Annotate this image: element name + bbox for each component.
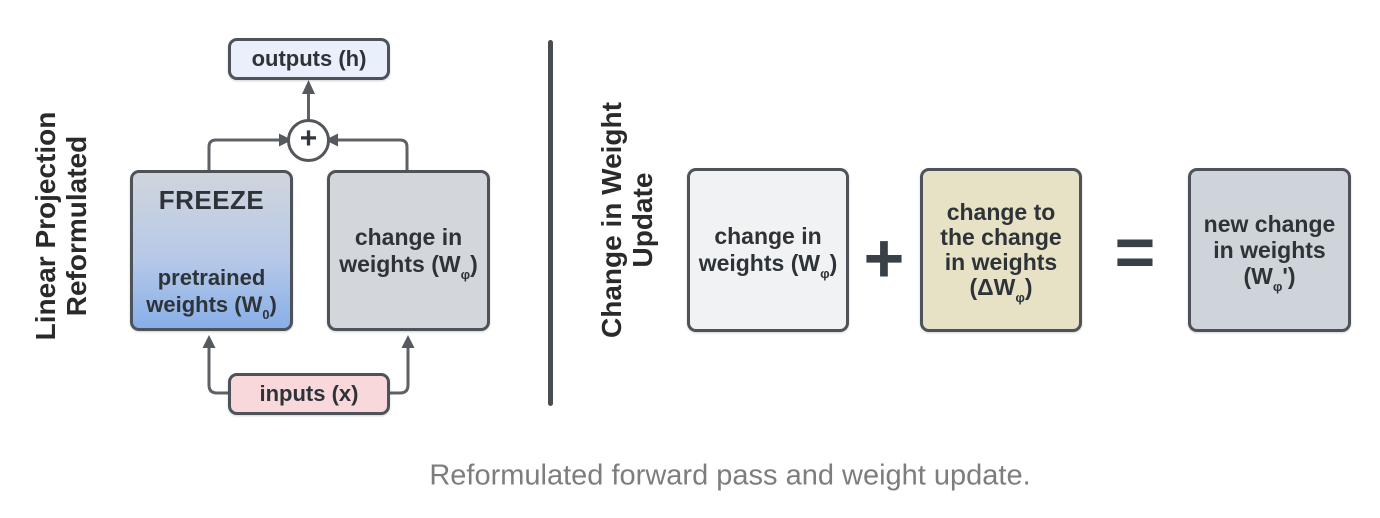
right-panel-title: Change in Weight Update [596,102,658,338]
left-panel-title-line1: Linear Projection [30,111,61,341]
change-in-weights-line1: change in [354,223,463,250]
outputs-box: outputs (h) [228,38,390,80]
connector-freeze-to-sum [207,138,280,171]
arrowhead-up-outputs [302,80,315,94]
arrowhead-right-sum [279,133,292,147]
box-b-line3: in weights [944,249,1058,275]
arrowhead-up-change [401,335,415,348]
sum-node-symbol: + [299,122,318,155]
change-in-weights-box-right: change in weights (Wφ) [687,168,849,332]
box-a-line2: weights (Wφ) [698,250,838,282]
right-panel-title-line2: Update [627,172,658,268]
change-in-weights-box: change in weights (Wφ) [327,170,490,331]
freeze-label: FREEZE [158,185,265,215]
box-a-line1: change in [714,223,822,249]
box-c-line3: (Wφ') [1243,263,1296,295]
pretrained-weights-line2: weights (W0) [146,292,277,322]
connector-inputs-to-freeze [207,347,230,395]
left-panel-title: Linear Projection Reformulated [30,112,92,341]
change-to-change-box: change to the change in weights (ΔWφ) [920,168,1082,332]
figure-caption: Reformulated forward pass and weight upd… [429,459,1031,492]
arrowhead-up-freeze [202,335,216,348]
pretrained-weights-box: FREEZE pretrained weights (W0) [130,170,293,331]
connector-change-to-sum [337,138,409,171]
new-change-in-weights-box: new change in weights (Wφ') [1188,168,1351,332]
box-c-line1: new change [1203,211,1336,237]
connector-inputs-to-change [388,347,410,395]
right-panel-title-line1: Change in Weight [596,102,627,338]
pretrained-weights-label: pretrained weights (W0) [146,264,277,322]
outputs-box-label: outputs (h) [251,46,367,71]
arrowhead-left-sum [325,133,338,147]
equals-operator: = [1114,213,1156,291]
sum-node: + [287,119,330,162]
left-panel-title-line2: Reformulated [61,135,92,317]
box-b-line4: (ΔWφ) [969,274,1033,306]
pretrained-weights-line1: pretrained [157,265,266,290]
box-c-line2: in weights [1213,237,1326,263]
panel-divider [548,40,553,406]
inputs-box: inputs (x) [228,373,390,415]
box-b-line2: the change [940,224,1062,250]
plus-operator: + [863,219,905,297]
inputs-box-label: inputs (x) [259,381,359,406]
box-b-line1: change to [946,199,1056,225]
change-in-weights-line2: weights (Wφ) [339,250,478,282]
